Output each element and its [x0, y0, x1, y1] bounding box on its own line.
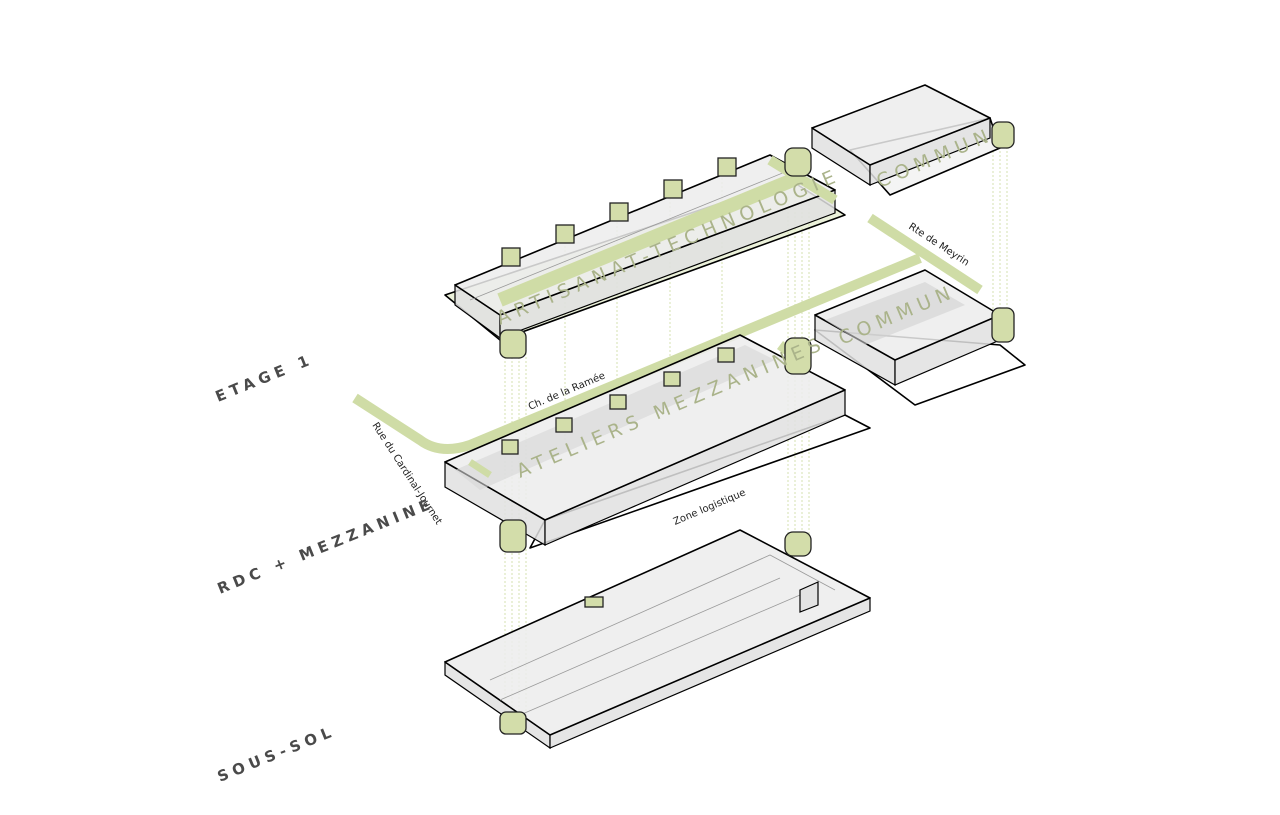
level-label-etage1: ETAGE 1	[213, 350, 316, 406]
commun-lower-building: COMMUN	[814, 269, 1026, 406]
etage-core	[501, 247, 521, 267]
rdc-core	[555, 417, 573, 433]
etage-core-stair	[784, 147, 812, 177]
sous-sol-core	[584, 596, 604, 608]
road-meyrin	[867, 213, 983, 295]
etage-core	[555, 224, 575, 244]
commun-core	[991, 307, 1015, 343]
artisanat-building: ARTISANAT-TECHNOLOGIE	[444, 147, 846, 359]
level-label-rdc: RDC + MEZZANINE	[215, 494, 437, 598]
level-label-soussol: SOUS-SOL	[215, 722, 338, 786]
road-ramee	[352, 253, 922, 454]
commun-top-building: COMMUN	[811, 84, 1015, 196]
rdc-core-stair	[499, 519, 527, 553]
rdc-core-stair	[784, 337, 812, 375]
etage-core	[609, 202, 629, 222]
sous-sol-core	[784, 531, 812, 557]
rdc-core	[609, 394, 627, 410]
commun-core	[991, 121, 1015, 149]
ateliers-building: ATELIERS MEZZANINES	[444, 332, 846, 553]
rdc-core	[663, 371, 681, 387]
etage-core-stair	[499, 329, 527, 359]
sous-sol-slab	[444, 529, 871, 750]
rdc-core	[501, 439, 519, 455]
etage-core	[717, 157, 737, 177]
etage-core	[663, 179, 683, 199]
rdc-core	[717, 347, 735, 363]
sous-sol-core	[499, 711, 527, 735]
